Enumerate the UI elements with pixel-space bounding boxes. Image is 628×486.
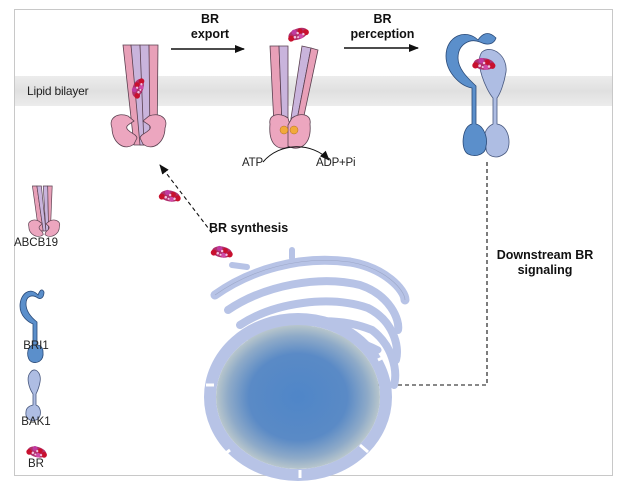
abcb19-transporter-loaded (110, 44, 167, 148)
lipid-bilayer-band (15, 76, 612, 106)
br-perception-label-line2: perception (350, 27, 415, 41)
legend-bak1-icon (25, 369, 41, 421)
atp-site-icon (289, 125, 299, 135)
br-molecule-icon (158, 188, 182, 204)
adp-pi-label: ADP+Pi (316, 157, 356, 169)
legend-label-bak1: BAK1 (21, 416, 51, 428)
br-synthesis-label: BR synthesis (209, 221, 289, 235)
abcb19-transporter-open (269, 24, 319, 149)
downstream-signaling-label-line2: signaling (517, 263, 573, 277)
nucleus (204, 313, 392, 481)
atp-label: ATP (242, 157, 263, 169)
br-perception-label-line1: BR (373, 12, 392, 26)
br-export-label-line1: BR (200, 12, 220, 26)
br-export-label-line2: export (190, 27, 230, 41)
legend-label-abcb19: ABCB19 (13, 237, 59, 249)
bri1-bak1-complex (445, 33, 510, 158)
legend-label-br: BR (28, 458, 44, 470)
br-perception-label: BR perception (345, 12, 420, 42)
br-synthesis-path (159, 164, 213, 234)
br-molecule-icon (210, 244, 234, 260)
lipid-bilayer-label: Lipid bilayer (27, 84, 89, 98)
downstream-signaling-label: Downstream BR signaling (492, 248, 598, 278)
legend-bri1-icon (19, 289, 45, 363)
br-export-label: BR export (180, 12, 240, 42)
legend-label-bri1: BRI1 (23, 340, 49, 352)
atp-site-icon (279, 125, 289, 135)
downstream-signaling-label-line1: Downstream BR (496, 248, 594, 262)
atp-hydrolysis-arrow (262, 146, 330, 163)
legend-abcb19-icon (28, 185, 61, 237)
